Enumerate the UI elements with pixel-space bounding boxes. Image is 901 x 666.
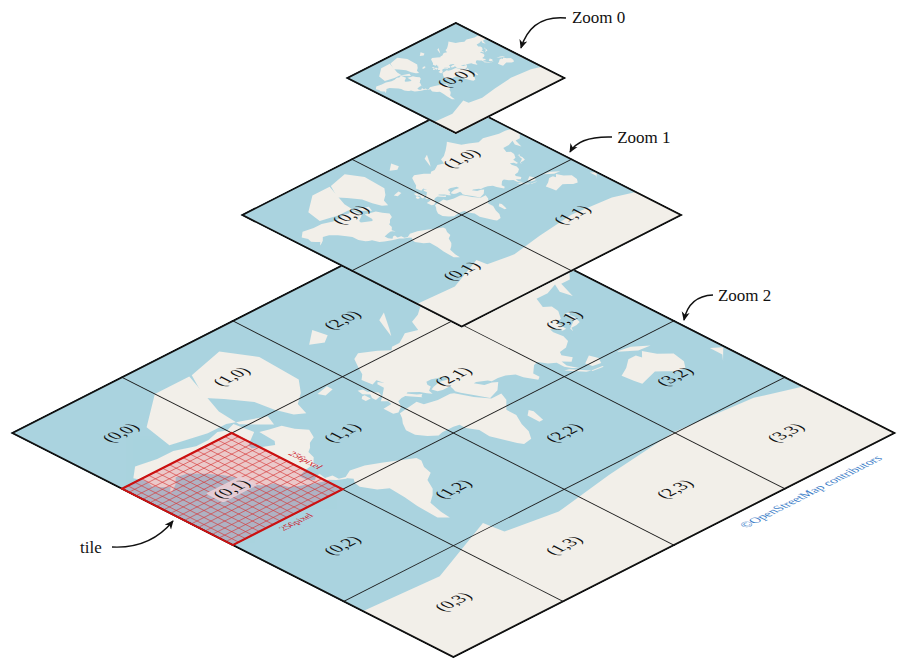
land-mass bbox=[496, 203, 508, 209]
tile-tint bbox=[121, 433, 343, 546]
zoom-label: Zoom 1 bbox=[617, 128, 670, 148]
tile-coordinate: (0,0) bbox=[327, 203, 374, 227]
ocean bbox=[345, 22, 567, 135]
tile-grid-line bbox=[343, 264, 786, 489]
land-mass bbox=[427, 187, 516, 232]
tile-coordinate: (3,1) bbox=[541, 308, 588, 332]
land-mass bbox=[539, 171, 582, 193]
land-mass bbox=[392, 192, 402, 197]
land-mass bbox=[432, 66, 439, 70]
tile-coordinate: (2,1) bbox=[430, 365, 477, 389]
plane-border bbox=[347, 23, 564, 133]
land-mass bbox=[494, 56, 516, 67]
pixel-grid-line bbox=[204, 475, 315, 531]
tile-coordinate: (2,0) bbox=[319, 308, 366, 332]
tile-coordinate: (3,2) bbox=[652, 365, 699, 389]
highlighted-tile bbox=[121, 433, 343, 546]
tile-coordinate: (0,0) bbox=[432, 66, 479, 90]
pixel-grid-line bbox=[190, 454, 301, 510]
tile-coordinate: (0,1) bbox=[206, 476, 258, 503]
land-mass bbox=[524, 176, 537, 183]
pixel-grid-line bbox=[204, 447, 315, 503]
zoom-label: Zoom 0 bbox=[572, 8, 625, 28]
tile-coordinate: (0,3) bbox=[430, 590, 477, 614]
land-mass bbox=[579, 354, 605, 367]
tile-grid-line bbox=[343, 377, 786, 602]
tile-coordinate: (3,3) bbox=[762, 421, 809, 445]
land-mass bbox=[417, 155, 440, 167]
tile-coordinate: (2,2) bbox=[541, 421, 588, 445]
leader-arrow bbox=[570, 137, 612, 152]
tile-coordinate: (2,3) bbox=[652, 477, 699, 501]
leader-arrow bbox=[112, 521, 173, 547]
land-mass bbox=[522, 409, 546, 421]
land-mass bbox=[434, 48, 446, 54]
pixel-grid-line bbox=[197, 451, 308, 507]
land-mass bbox=[383, 163, 402, 172]
zoom-level-plane: Zoom 0(0,0) bbox=[345, 22, 567, 135]
pixel-grid-line bbox=[183, 458, 294, 514]
land-mass bbox=[360, 395, 371, 401]
tile-grid-line bbox=[351, 159, 573, 272]
land-mass bbox=[356, 386, 384, 400]
land-mass bbox=[432, 69, 435, 70]
tile-coordinate: (0,0) bbox=[97, 421, 144, 445]
pixel-grid-line bbox=[176, 461, 287, 517]
tile-coordinate: (1,1) bbox=[549, 203, 596, 227]
land-mass bbox=[511, 154, 531, 164]
land-mass bbox=[415, 196, 421, 199]
tile-outline bbox=[122, 433, 343, 545]
pixel-grid-line bbox=[225, 486, 336, 542]
land-mass bbox=[487, 58, 493, 61]
land-mass bbox=[296, 329, 333, 348]
zoom-label: Zoom 2 bbox=[718, 286, 771, 306]
leader-arrow bbox=[521, 18, 566, 48]
land-mass bbox=[404, 222, 480, 261]
land-mass bbox=[383, 376, 562, 467]
tile-coordinate: (0,2) bbox=[319, 534, 366, 558]
land-mass bbox=[413, 192, 427, 199]
leader-arrow bbox=[684, 295, 713, 320]
tile-grid-line bbox=[351, 159, 573, 272]
land-mass bbox=[490, 61, 493, 63]
tile-coordinate: (0,1) bbox=[438, 259, 485, 283]
pixel-grid-line bbox=[176, 461, 287, 517]
land-mass bbox=[364, 313, 411, 337]
callout-label: tile bbox=[80, 538, 102, 558]
plane-border bbox=[12, 209, 894, 657]
land-mass bbox=[531, 181, 537, 184]
land-mass bbox=[480, 48, 490, 53]
land-mass bbox=[166, 344, 338, 431]
map-tile: (0,0) bbox=[345, 22, 567, 135]
tile-coordinate: (1,0) bbox=[438, 147, 485, 171]
land-mass bbox=[384, 56, 427, 78]
tile-coordinate: (1,1) bbox=[319, 421, 366, 445]
pixel-grid-line bbox=[197, 472, 308, 528]
pixel-grid-line bbox=[183, 465, 294, 521]
land-mass bbox=[315, 386, 336, 397]
land-mass bbox=[704, 344, 737, 361]
pixel-grid-line bbox=[190, 468, 301, 524]
land-mass bbox=[339, 447, 492, 525]
land-mass bbox=[417, 52, 426, 57]
tile-coordinate: (1,2) bbox=[430, 477, 477, 501]
tile-coordinate: (1,0) bbox=[208, 365, 255, 389]
land-mass bbox=[564, 364, 591, 378]
land-mass bbox=[484, 61, 491, 64]
tile-coordinate: (1,3) bbox=[541, 534, 588, 558]
land-mass bbox=[591, 365, 603, 371]
land-mass bbox=[421, 66, 426, 69]
